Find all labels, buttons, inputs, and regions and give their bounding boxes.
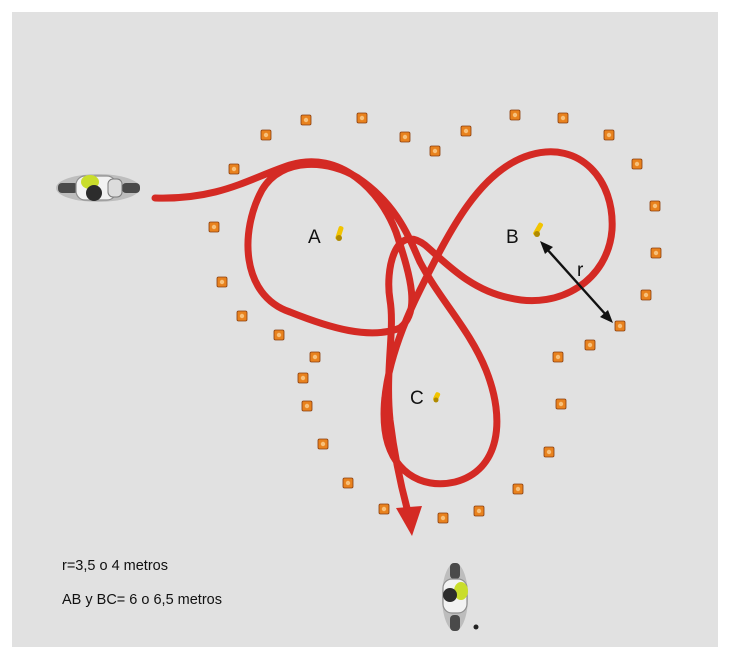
cone-icon bbox=[473, 505, 485, 517]
radius-arrow bbox=[540, 241, 613, 323]
point-c-label: C bbox=[410, 388, 424, 409]
cone-icon bbox=[614, 320, 626, 332]
cone-icon bbox=[509, 109, 521, 121]
start-motorcycle-icon bbox=[56, 174, 140, 202]
cone-icon bbox=[260, 129, 272, 141]
cone-icon bbox=[437, 512, 449, 524]
cone-icon bbox=[460, 125, 472, 137]
marker-a-icon bbox=[335, 226, 344, 241]
cone-icon bbox=[216, 276, 228, 288]
cone-icon bbox=[543, 446, 555, 458]
radius-label: r bbox=[577, 260, 584, 281]
cone-icon bbox=[378, 503, 390, 515]
cone-icon bbox=[584, 339, 596, 351]
cone-icon bbox=[512, 483, 524, 495]
cone-icon bbox=[640, 289, 652, 301]
cone-icon bbox=[429, 145, 441, 157]
cone-icon bbox=[631, 158, 643, 170]
cone-icon bbox=[317, 438, 329, 450]
cone-icon bbox=[650, 247, 662, 259]
cone-icon bbox=[208, 221, 220, 233]
distance-note: AB y BC= 6 o 6,5 metros bbox=[62, 592, 222, 608]
cone-icon bbox=[552, 351, 564, 363]
marker-c-icon bbox=[433, 392, 441, 403]
point-a-label: A bbox=[308, 227, 321, 248]
path-arrowhead bbox=[396, 506, 422, 536]
cone-icon bbox=[557, 112, 569, 124]
cone-icon bbox=[236, 310, 248, 322]
point-b-label: B bbox=[506, 227, 519, 248]
cone-icon bbox=[603, 129, 615, 141]
cone-icon bbox=[399, 131, 411, 143]
cone-icon bbox=[649, 200, 661, 212]
cone-icon bbox=[555, 398, 567, 410]
radius-note: r=3,5 o 4 metros bbox=[62, 558, 168, 574]
cone-icon bbox=[300, 114, 312, 126]
end-motorcycle-icon bbox=[442, 563, 479, 631]
cone-icon bbox=[301, 400, 313, 412]
cone-icon bbox=[228, 163, 240, 175]
cone-ring bbox=[208, 109, 662, 524]
cone-icon bbox=[273, 329, 285, 341]
marker-b-icon bbox=[533, 222, 543, 237]
cone-icon bbox=[309, 351, 321, 363]
riding-path bbox=[151, 148, 616, 516]
cone-icon bbox=[297, 372, 309, 384]
cone-icon bbox=[356, 112, 368, 124]
cone-icon bbox=[342, 477, 354, 489]
